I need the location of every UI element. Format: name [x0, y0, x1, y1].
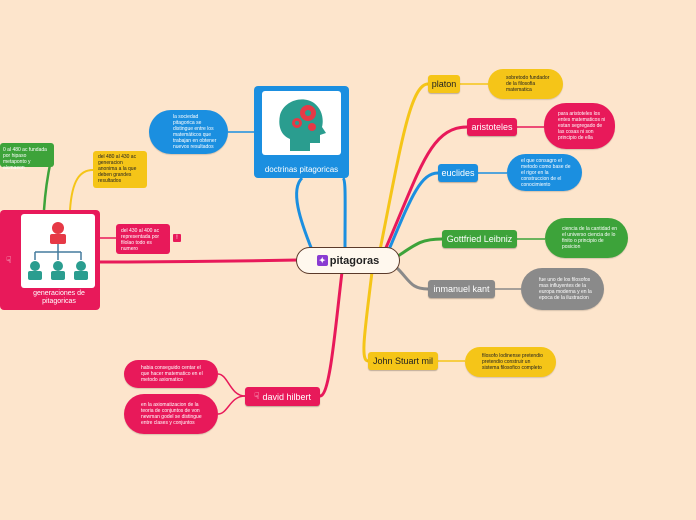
euclides-label: euclides [441, 168, 474, 178]
generaciones-green-note[interactable]: 0 al 480 ac fundada por hipaso metaponto… [0, 143, 54, 167]
leibniz-label: Gottfried Leibniz [447, 234, 513, 244]
kant-label: inmanuel kant [433, 284, 489, 294]
central-topic[interactable]: ✦ pitagoras [296, 247, 400, 274]
aristoteles-note[interactable]: para aristoteles los entes matematicos n… [544, 103, 615, 149]
david-note-2[interactable]: en la axiomatizacion de la teoria de con… [124, 394, 218, 434]
leibniz-note-text: ciencia de la cantidad en el universo ci… [562, 226, 620, 250]
yellow-note-text: del 480 al 430 ac generacion anonima a l… [98, 154, 136, 184]
mill-note-text: filosofo lodinense pretendio pretendio c… [482, 353, 548, 371]
generaciones-label: generaciones de pitagoricas [22, 290, 96, 306]
thumbs-down-icon: ☟ [254, 391, 259, 402]
mill-note[interactable]: filosofo lodinense pretendio pretendio c… [465, 347, 556, 377]
generaciones-red-note[interactable]: del 430 al 400 ac representada por filol… [116, 224, 170, 254]
red-note-text: del 430 al 400 ac representada por filol… [121, 228, 159, 252]
leibniz-note[interactable]: ciencia de la cantidad en el universo ci… [545, 218, 628, 258]
topic-mill[interactable]: John Stuart mil [368, 352, 438, 370]
doctrinas-note-text: la sociedad pitagorica se distingue entr… [173, 114, 220, 150]
flag-text: ! [176, 235, 178, 241]
org-chart-icon [21, 214, 95, 288]
generaciones-card[interactable]: ☟ generaciones de pitagoricas [0, 210, 100, 310]
kant-note-text: fue uno de los filosofos mas influyentes… [539, 277, 596, 301]
topic-aristoteles[interactable]: aristoteles [467, 118, 517, 136]
david-note-1-text: habia conseguido centar el que hacer mat… [141, 365, 210, 383]
generaciones-yellow-note[interactable]: del 480 al 430 ac generacion anonima a l… [93, 151, 147, 188]
topic-leibniz[interactable]: Gottfried Leibniz [442, 230, 517, 248]
doctrinas-note[interactable]: la sociedad pitagorica se distingue entr… [149, 110, 228, 154]
platon-note-text: sobretodo fundador de la filosofia matem… [506, 75, 555, 93]
central-topic-label: pitagoras [330, 255, 380, 267]
thumbs-down-icon: ☟ [6, 255, 11, 266]
mill-label: John Stuart mil [373, 356, 433, 366]
topic-david-hilbert[interactable]: ☟ david hilbert [245, 387, 320, 406]
doctrinas-label: doctrinas pitagoricas [254, 165, 349, 174]
brain-icon: ✦ [317, 255, 328, 266]
topic-euclides[interactable]: euclides [438, 164, 478, 182]
platon-note[interactable]: sobretodo fundador de la filosofia matem… [488, 69, 563, 99]
kant-note[interactable]: fue uno de los filosofos mas influyentes… [521, 268, 604, 310]
flag-badge: ! [173, 234, 181, 242]
euclides-note-text: el que consagro el metodo como base de e… [521, 158, 574, 188]
head-gears-icon [262, 91, 341, 155]
platon-label: platon [432, 79, 457, 89]
david-note-1[interactable]: habia conseguido centar el que hacer mat… [124, 360, 218, 388]
david-note-2-text: en la axiomatizacion de la teoria de con… [141, 402, 210, 426]
aristoteles-note-text: para aristoteles los entes matematicos n… [558, 111, 607, 141]
doctrinas-card[interactable]: doctrinas pitagoricas [254, 86, 349, 178]
david-label: david hilbert [262, 392, 311, 402]
aristoteles-label: aristoteles [471, 122, 512, 132]
topic-kant[interactable]: inmanuel kant [428, 280, 495, 298]
euclides-note[interactable]: el que consagro el metodo como base de e… [507, 154, 582, 191]
topic-platon[interactable]: platon [428, 75, 460, 93]
